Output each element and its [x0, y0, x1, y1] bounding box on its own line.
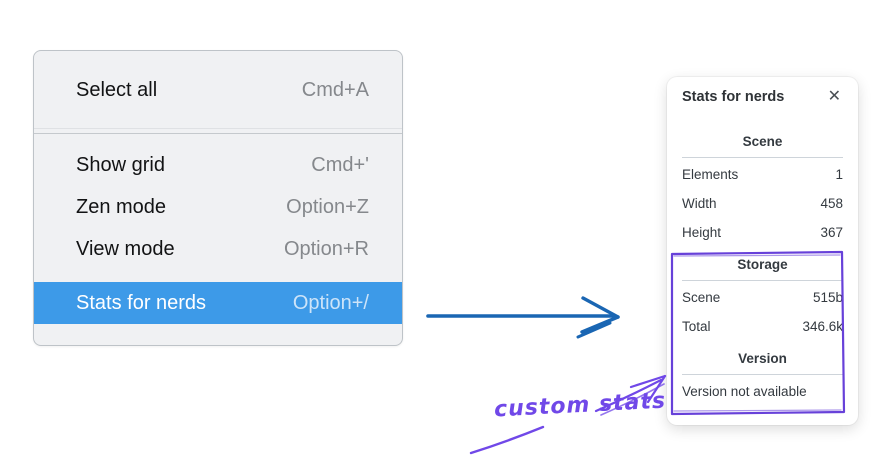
- section-heading: Scene: [742, 134, 783, 149]
- stats-section-storage: Storage Scene 515b Total 346.6k: [667, 256, 858, 341]
- menu-item-shortcut: Option+/: [292, 291, 369, 314]
- pointer-arrow: [426, 296, 620, 339]
- stat-value: 367: [820, 225, 843, 240]
- section-heading: Version: [738, 351, 787, 366]
- menu-item-select-all[interactable]: Select all Cmd+A: [34, 69, 402, 111]
- annotation-label: custom stats: [493, 388, 667, 423]
- stat-value: 458: [820, 196, 843, 211]
- stat-row-height: Height 367: [667, 218, 858, 247]
- stat-label: Width: [682, 196, 717, 211]
- menu-item-label: Select all: [76, 78, 158, 101]
- section-divider: [682, 374, 843, 375]
- stat-label: Elements: [682, 167, 739, 182]
- section-divider: [682, 280, 843, 281]
- menu-item-zen-mode[interactable]: Zen mode Option+Z: [34, 186, 402, 228]
- menu-group-top: Select all Cmd+A: [34, 51, 402, 128]
- stat-value: 515b: [812, 290, 843, 305]
- menu-item-label: Stats for nerds: [76, 291, 207, 314]
- stats-section-version: Version Version not available: [667, 350, 858, 406]
- stat-row-total-storage: Total 346.6k: [667, 312, 858, 341]
- stat-label: Height: [682, 225, 722, 240]
- stats-panel-title: Stats for nerds: [682, 89, 785, 105]
- stat-label: Total: [682, 319, 711, 334]
- menu-group-bottom: Show grid Cmd+' Zen mode Option+Z View m…: [34, 134, 402, 336]
- stats-section-scene: Scene Elements 1 Width 458 Height 367: [667, 133, 858, 247]
- stat-label: Scene: [682, 290, 721, 305]
- section-heading: Storage: [737, 257, 788, 272]
- stat-row-elements: Elements 1: [667, 160, 858, 189]
- stats-panel: Stats for nerds ✕ Scene Elements 1 Width…: [667, 77, 858, 425]
- stat-row-scene-storage: Scene 515b: [667, 283, 858, 312]
- menu-item-label: View mode: [76, 237, 175, 260]
- version-note: Version not available: [667, 377, 858, 406]
- menu-item-shortcut: Option+Z: [286, 195, 369, 218]
- menu-item-stats-for-nerds[interactable]: Stats for nerds Option+/: [34, 282, 402, 324]
- menu-item-show-grid[interactable]: Show grid Cmd+': [34, 144, 402, 186]
- menu-item-shortcut: Cmd+A: [301, 78, 369, 101]
- close-icon[interactable]: ✕: [827, 88, 841, 105]
- stat-value: 1: [835, 167, 843, 182]
- stats-panel-header: Stats for nerds ✕: [667, 87, 858, 107]
- stat-value: 346.6k: [802, 319, 843, 334]
- menu-item-shortcut: Cmd+': [311, 153, 369, 176]
- section-divider: [682, 157, 843, 158]
- stat-row-width: Width 458: [667, 189, 858, 218]
- menu-item-view-mode[interactable]: View mode Option+R: [34, 228, 402, 270]
- menu-item-label: Zen mode: [76, 195, 167, 218]
- menu-item-shortcut: Option+R: [283, 237, 369, 260]
- context-menu: Select all Cmd+A Show grid Cmd+' Zen mod…: [33, 50, 403, 346]
- menu-separator: [34, 128, 402, 134]
- menu-item-label: Show grid: [76, 153, 165, 176]
- version-note-text: Version not available: [682, 384, 807, 399]
